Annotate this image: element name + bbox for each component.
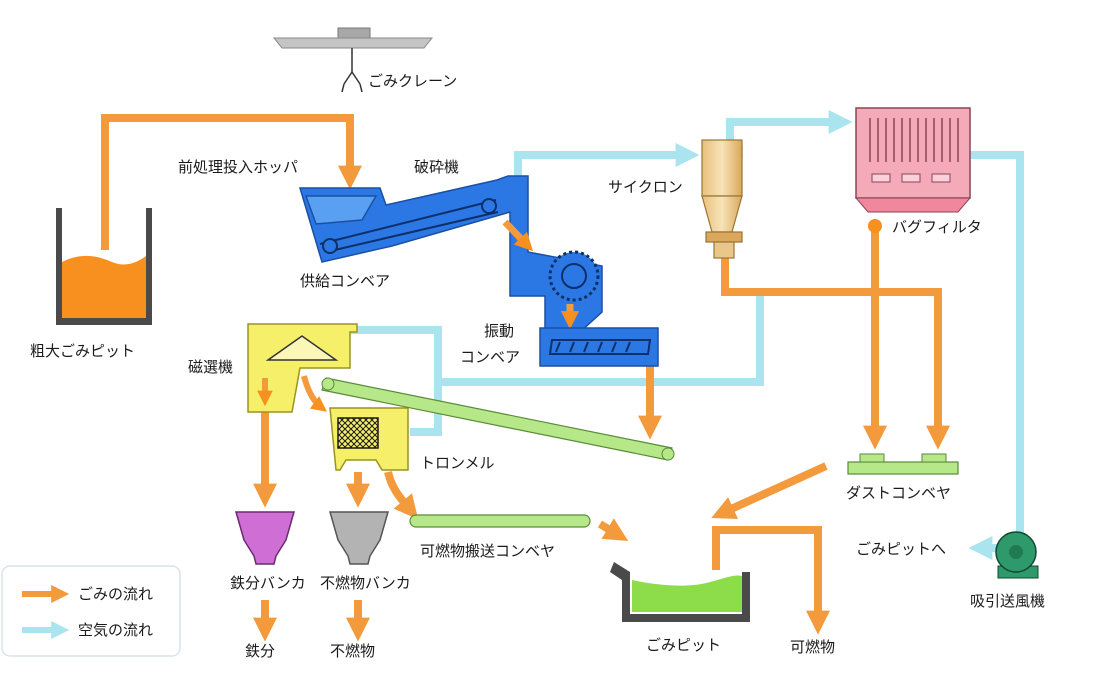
trommel-label: トロンメル bbox=[420, 454, 495, 472]
crane bbox=[272, 27, 434, 93]
trommel-feed-arrow bbox=[301, 375, 327, 412]
cyclone-barrel bbox=[701, 139, 743, 197]
dust-conveyor-hopper-1 bbox=[859, 453, 885, 463]
waste-flow-lines bbox=[101, 114, 950, 642]
refuse-pit-waste bbox=[632, 575, 742, 612]
iron-output-label: 鉄分 bbox=[245, 642, 275, 660]
combustible-conveyor-label: 可燃物搬送コンベヤ bbox=[420, 542, 555, 560]
vibrating-conveyor-label-1: 振動 bbox=[484, 322, 514, 340]
vib-tray-ribs bbox=[555, 341, 631, 353]
suction-fan bbox=[995, 531, 1039, 579]
bag-filter-hopper bbox=[854, 197, 972, 213]
suction-fan-label: 吸引送風機 bbox=[970, 592, 1045, 610]
dust-conveyor-label: ダストコンベヤ bbox=[846, 484, 951, 502]
rotary-valve bbox=[868, 219, 882, 233]
crane-motor bbox=[337, 27, 371, 39]
cyclone-label: サイクロン bbox=[608, 178, 683, 196]
legend-box bbox=[1, 565, 181, 657]
air-line-collector bbox=[438, 290, 764, 386]
crusher-rotor-hub bbox=[561, 263, 587, 289]
refuse-pit-walls bbox=[610, 562, 750, 622]
dust-conveyor-belt bbox=[847, 461, 959, 475]
bag-filter-housing bbox=[855, 107, 971, 199]
refuse-pit bbox=[610, 562, 750, 622]
feed-roller-left bbox=[322, 238, 338, 254]
sorting-conveyor-head bbox=[321, 377, 335, 391]
waste-line-combustible-out bbox=[712, 526, 830, 635]
magnetic-separator-body bbox=[247, 323, 358, 413]
combustible-conveyor bbox=[409, 514, 591, 528]
bag-filter-bags bbox=[869, 118, 959, 162]
feed-belt-bottom bbox=[325, 211, 499, 253]
feed-conveyor-label: 供給コンベア bbox=[300, 272, 390, 290]
bulky-waste-pit bbox=[56, 208, 152, 325]
feed-roller-right bbox=[481, 198, 497, 214]
feed-belt-top bbox=[319, 199, 497, 245]
crusher-label: 破砕機 bbox=[414, 158, 459, 176]
labels: ごみクレーン 前処理投入ホッパ 破砕機 サイクロン バグフィルタ 粗大ごみピット… bbox=[30, 72, 1045, 660]
magnet-belt bbox=[265, 335, 339, 361]
iron-bunker-label: 鉄分バンカ bbox=[230, 574, 306, 592]
crane-label: ごみクレーン bbox=[368, 72, 457, 90]
to-refuse-pit-label: ごみピットへ bbox=[856, 540, 946, 558]
incombustible-bunker bbox=[329, 511, 389, 565]
crusher-assembly bbox=[298, 175, 659, 367]
bulky-pit-label: 粗大ごみピット bbox=[30, 342, 135, 360]
dust-conveyor-hopper-2 bbox=[921, 453, 947, 463]
iron-bunker-shape bbox=[235, 511, 295, 565]
vibrating-conveyor-label-2: コンベア bbox=[460, 348, 520, 366]
sorting-conveyor-tail bbox=[661, 447, 675, 461]
incombustible-bunker-shape bbox=[329, 511, 389, 565]
cyclone-outlet bbox=[713, 241, 735, 259]
air-line-to-bagfilter bbox=[726, 110, 853, 152]
waste-line-conv-to-pit bbox=[597, 518, 629, 541]
crusher-rotor bbox=[548, 250, 600, 302]
dust-conveyor bbox=[847, 453, 959, 475]
crusher-flow-arrow bbox=[502, 219, 534, 252]
incombustible-bunker-label: 不燃物バンカ bbox=[320, 574, 411, 592]
waste-line-dust-to-pit bbox=[711, 462, 828, 519]
magnetic-separator-label: 磁選機 bbox=[188, 358, 233, 376]
trommel-drum bbox=[337, 417, 379, 449]
combustibles-output-label: 可燃物 bbox=[790, 638, 835, 656]
combustible-conveyor-belt bbox=[409, 514, 591, 528]
sorting-conveyor bbox=[321, 377, 675, 461]
bag-filter-door-2 bbox=[901, 173, 921, 183]
crusher-body bbox=[298, 175, 603, 333]
fan-hub bbox=[1009, 545, 1023, 559]
refuse-pit-label: ごみピット bbox=[646, 636, 721, 654]
magnetic-separator bbox=[247, 323, 358, 413]
legend-air-label: 空気の流れ bbox=[78, 621, 153, 639]
bag-filter-door-3 bbox=[931, 173, 951, 183]
crane-girder bbox=[272, 37, 434, 49]
cyclone-cone bbox=[701, 195, 743, 233]
air-line-to-fan bbox=[970, 151, 1024, 548]
cyclone bbox=[701, 139, 743, 259]
trommel bbox=[329, 407, 409, 471]
waste-line-pit-to-hopper bbox=[101, 114, 362, 250]
waste-line-trommel-to-conv bbox=[384, 470, 419, 520]
bag-filter-label: バグフィルタ bbox=[892, 218, 982, 236]
legend: ごみの流れ 空気の流れ bbox=[1, 565, 181, 657]
waste-line-cyclone-to-dust bbox=[721, 258, 950, 450]
hopper-label: 前処理投入ホッパ bbox=[178, 158, 298, 176]
incombustibles-output-label: 不燃物 bbox=[330, 642, 375, 660]
bulky-pit-waste bbox=[62, 255, 146, 318]
hopper-inlet bbox=[304, 195, 378, 225]
legend-waste-label: ごみの流れ bbox=[78, 585, 153, 603]
iron-bunker bbox=[235, 511, 295, 565]
bag-filter-door-1 bbox=[871, 173, 891, 183]
bag-filter bbox=[854, 107, 972, 233]
cyclone-flange bbox=[705, 231, 743, 243]
crane-grab bbox=[341, 71, 363, 93]
